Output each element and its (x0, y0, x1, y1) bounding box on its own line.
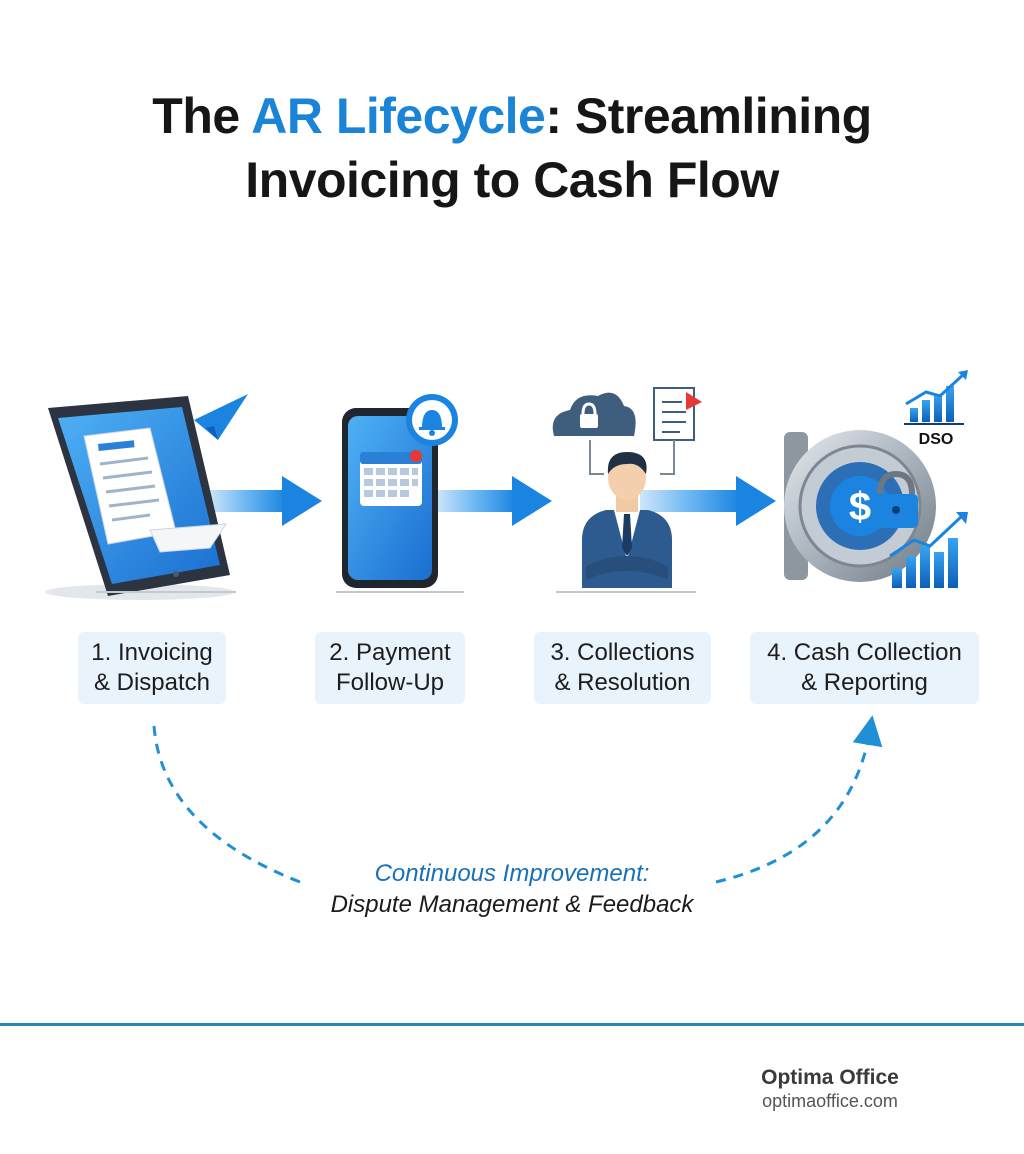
padlock-icon (874, 470, 918, 528)
continuous-improvement-note: Continuous Improvement: Dispute Manageme… (262, 858, 762, 920)
step-1-label: 1. Invoicing & Dispatch (78, 632, 226, 704)
connector-lines (589, 440, 675, 475)
title-post: : Streamlining (545, 88, 872, 144)
title-accent: AR Lifecycle (251, 88, 546, 144)
flow-arrow-3 (640, 476, 776, 526)
step-2-text: 2. Payment Follow-Up (329, 639, 451, 696)
phone-calendar-bell-icon (342, 408, 438, 588)
dso-label: DSO (919, 431, 954, 448)
page-title: The AR Lifecycle: Streamlining Invoicing… (0, 84, 1024, 212)
footer-divider (0, 1023, 1024, 1026)
paper-plane-icon (194, 394, 248, 440)
flow-arrow-1 (208, 476, 322, 526)
businessman-icon (582, 452, 672, 588)
cloud-lock-icon (552, 392, 636, 436)
step-4-text: 4. Cash Collection & Reporting (767, 639, 962, 696)
footer-brand: Optima Office optimaoffice.com (700, 1066, 960, 1112)
loop-title: Continuous Improvement: (374, 860, 650, 887)
growth-chart-icon (889, 512, 968, 588)
svg-text:$: $ (849, 485, 871, 529)
step-3-label: 3. Collections & Resolution (534, 632, 711, 704)
step-1-text: 1. Invoicing & Dispatch (91, 639, 213, 696)
document-flag-icon (653, 387, 702, 441)
title-pre: The (152, 88, 252, 144)
loop-subtitle: Dispute Management & Feedback (330, 891, 694, 918)
notification-bell-icon (406, 394, 458, 446)
loop-right-curve (715, 715, 883, 884)
step-3-text: 3. Collections & Resolution (550, 639, 695, 696)
step-4-label: 4. Cash Collection & Reporting (750, 632, 979, 704)
loop-left-curve (152, 725, 301, 884)
step-2-label: 2. Payment Follow-Up (315, 632, 465, 704)
flow-arrow-2 (436, 476, 552, 526)
title-line2: Invoicing to Cash Flow (245, 152, 779, 208)
dso-chart-icon (904, 370, 968, 425)
tablet-invoice-icon (45, 396, 235, 600)
brand-name: Optima Office (761, 1066, 899, 1089)
brand-url: optimaoffice.com (762, 1091, 898, 1111)
